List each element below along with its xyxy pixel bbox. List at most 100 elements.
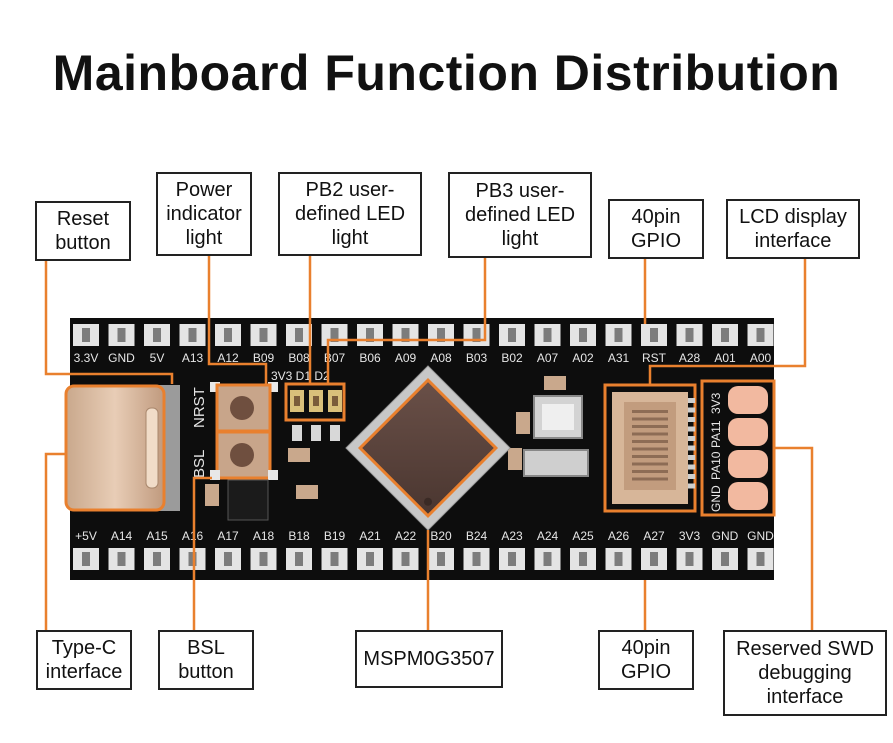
- top-pin-label: A31: [608, 351, 630, 365]
- fpc-contact: [632, 477, 668, 481]
- bottom-pin-hole: [685, 552, 694, 566]
- fpc-pin: [688, 455, 695, 460]
- fpc-contact: [632, 455, 668, 458]
- bottom-pin-hole: [224, 552, 232, 566]
- bsl-button-callout: BSL button: [158, 630, 254, 690]
- top-pin-hole: [188, 328, 197, 342]
- bottom-pin-hole: [650, 552, 658, 566]
- top-pin-hole: [401, 328, 410, 342]
- fpc-contact: [632, 425, 668, 428]
- top-pin-hole: [295, 328, 303, 342]
- fpc-pin: [688, 426, 695, 432]
- bottom-header-pins: [73, 548, 774, 570]
- lcd-connector: [603, 383, 697, 513]
- swd-interface-callout: Reserved SWD debugging interface: [723, 630, 887, 716]
- bottom-pin-hole: [472, 552, 481, 566]
- top-pin-hole: [721, 328, 729, 342]
- bottom-pin-hole: [117, 552, 126, 566]
- bottom-pin-hole: [721, 552, 729, 566]
- gpio-bottom-callout: 40pin GPIO: [598, 630, 694, 690]
- bottom-pin-label: A18: [253, 529, 275, 543]
- bottom-pin-label: A21: [359, 529, 381, 543]
- top-pin-hole: [437, 328, 445, 342]
- top-pin-label: B02: [501, 351, 523, 365]
- page-title: Mainboard Function Distribution: [52, 45, 841, 101]
- top-pin-hole: [224, 328, 232, 342]
- bottom-pin-hole: [153, 552, 161, 566]
- fpc-pin: [688, 483, 695, 489]
- bottom-pin-hole: [330, 552, 339, 566]
- top-pin-label: A07: [537, 351, 559, 365]
- bottom-pin-hole: [756, 552, 765, 566]
- top-pin-hole: [153, 328, 161, 342]
- fpc-pin: [688, 445, 695, 451]
- swd-label-4: GND: [709, 485, 723, 512]
- bottom-pin-label: A26: [608, 529, 630, 543]
- top-pin-hole: [259, 328, 268, 342]
- bottom-pin-label: 3V3: [679, 529, 701, 543]
- top-pin-label: A09: [395, 351, 417, 365]
- bottom-pin-hole: [543, 552, 552, 566]
- fpc-contact: [632, 410, 668, 413]
- top-header-pins: [73, 324, 774, 346]
- pb2-led-callout: PB2 user- defined LED light: [278, 172, 422, 256]
- fpc-pin: [688, 464, 695, 470]
- top-pin-label: RST: [642, 351, 667, 365]
- top-pin-hole: [685, 328, 694, 342]
- fpc-contact: [632, 440, 668, 443]
- bottom-pin-hole: [366, 552, 374, 566]
- top-pin-label: B09: [253, 351, 275, 365]
- bottom-pin-hole: [259, 552, 268, 566]
- bottom-pin-label: A14: [111, 529, 133, 543]
- fpc-contact: [632, 417, 668, 421]
- top-pin-hole: [330, 328, 339, 342]
- fpc-pins: [632, 398, 695, 489]
- power-indicator-callout: Power indicator light: [156, 172, 252, 256]
- top-pin-hole: [472, 328, 481, 342]
- swd-pads: [700, 379, 776, 517]
- bottom-pin-hole: [614, 552, 623, 566]
- top-pin-hole: [650, 328, 658, 342]
- callout-lines: [44, 254, 814, 630]
- type-c-callout: Type-C interface: [36, 630, 132, 690]
- pb3-led-callout: PB3 user- defined LED light: [448, 172, 592, 258]
- top-pin-label: B08: [288, 351, 310, 365]
- bottom-pin-hole: [188, 552, 197, 566]
- fpc-contact: [632, 462, 668, 466]
- swd-label-2: PA11: [709, 420, 723, 448]
- bottom-pin-label: +5V: [75, 529, 97, 543]
- bottom-pin-label: GND: [712, 529, 739, 543]
- bottom-pin-hole: [508, 552, 516, 566]
- bottom-pin-label: A16: [182, 529, 204, 543]
- bottom-pin-label: B19: [324, 529, 346, 543]
- gpio-top-callout: 40pin GPIO: [608, 199, 704, 259]
- top-pin-label: 3.3V: [74, 351, 99, 365]
- top-pin-label: A02: [572, 351, 594, 365]
- bottom-pin-label: B20: [430, 529, 452, 543]
- fpc-contact: [632, 432, 668, 436]
- top-pin-hole: [366, 328, 374, 342]
- swd-label-3: PA10: [709, 451, 723, 480]
- bottom-pin-label: A15: [146, 529, 168, 543]
- top-pin-label: A28: [679, 351, 701, 365]
- top-pin-hole: [117, 328, 126, 342]
- led-indicators: [284, 382, 346, 441]
- fpc-pin: [688, 474, 695, 479]
- top-pin-hole: [82, 328, 90, 342]
- bottom-pin-label: A22: [395, 529, 417, 543]
- top-pin-hole: [508, 328, 516, 342]
- bottom-pin-hole: [82, 552, 90, 566]
- bottom-pin-label: B24: [466, 529, 488, 543]
- bsl-silkscreen: BSL: [191, 450, 208, 478]
- fpc-contact: [632, 447, 668, 451]
- reset-button-callout: Reset button: [35, 201, 131, 261]
- bottom-pin-label: A23: [501, 529, 523, 543]
- top-pin-label: A13: [182, 351, 204, 365]
- crystal-small: [523, 449, 589, 477]
- bottom-pin-hole: [295, 552, 303, 566]
- bottom-pin-label: A24: [537, 529, 559, 543]
- mcu-chip: [345, 365, 511, 531]
